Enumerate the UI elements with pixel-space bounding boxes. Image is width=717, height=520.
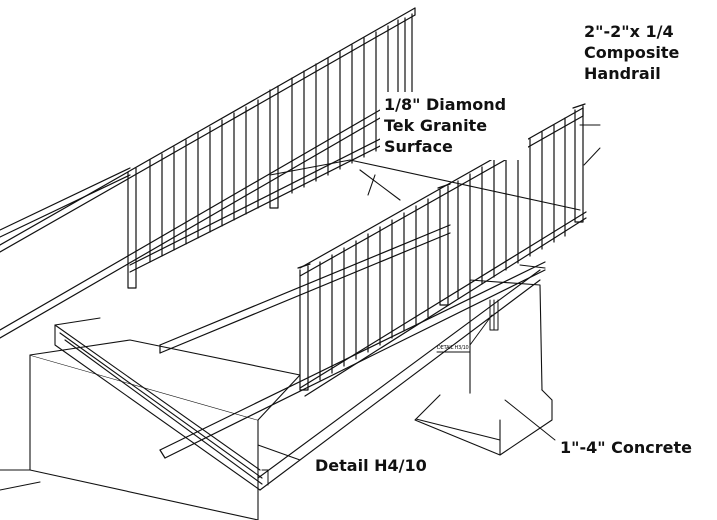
surface-label: 1/8" Diamond Tek Granite Surface: [384, 94, 506, 157]
near-handrail: [159, 103, 587, 459]
concrete-label: 1"-4" Concrete: [560, 438, 692, 457]
surface-label-line1: 1/8" Diamond: [384, 95, 507, 114]
handrail-label-line3: Handrail: [584, 64, 661, 83]
right-abutment: [414, 279, 553, 456]
detail-small-label: DETAIL H3/10: [437, 345, 469, 351]
left-abutment: [0, 339, 301, 520]
handrail-label-line1: 2"-2"x 1/4: [584, 22, 674, 41]
far-handrail: [0, 7, 416, 339]
detail-label: Detail H4/10: [315, 456, 427, 475]
handrail-label: 2"-2"x 1/4 Composite Handrail: [584, 21, 679, 84]
leader-lines: [257, 124, 601, 461]
surface-label-line3: Surface: [384, 137, 453, 156]
handrail-label-line2: Composite: [584, 43, 680, 62]
girder-supports: [261, 299, 499, 486]
surface-label-line2: Tek Granite: [384, 116, 488, 135]
